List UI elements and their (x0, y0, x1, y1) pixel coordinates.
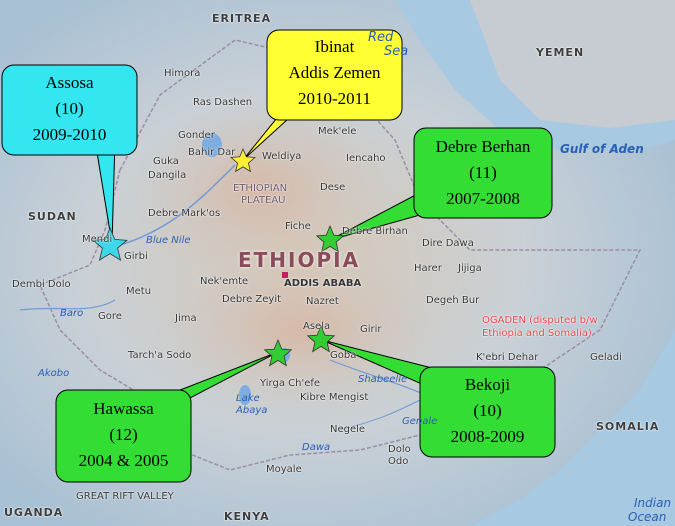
label-uganda: UGANDA (4, 506, 64, 519)
label-ethiopia: ETHIOPIA (238, 248, 361, 272)
label-jijiga: Jijiga (458, 263, 482, 274)
label-goba: Goba (330, 350, 357, 361)
southern-highlands (160, 250, 440, 410)
baro-river (19, 299, 116, 311)
callout-debre-berhan-line-3: 2007-2008 (446, 189, 520, 208)
label-yemen: YEMEN (536, 46, 585, 59)
label-gonder: Gonder (178, 130, 215, 141)
label-gulf-of-aden: Gulf of Aden (560, 142, 644, 156)
label-nekemte: Nek'emte (200, 276, 249, 287)
label-dese: Dese (320, 182, 346, 193)
blue-nile-river (119, 164, 236, 246)
label-lake-abaya-2: Abaya (236, 405, 268, 416)
star-debre-berhan-icon (315, 224, 345, 253)
label-kenya: KENYA (224, 510, 270, 523)
label-ogaden-1: OGADEN (disputed b/w (482, 315, 598, 326)
label-eritrea: ERITREA (212, 12, 272, 25)
label-ethiopian-plateau-1: ETHIOPIAN (233, 183, 288, 194)
callout-ibinat-line-1: Ibinat (315, 37, 355, 56)
label-asela: Asela (303, 321, 331, 332)
label-negele: Negele (330, 424, 366, 435)
label-red-sea-2: Sea (384, 44, 409, 59)
label-gulka: Guka (153, 156, 179, 167)
label-gore: Gore (98, 311, 122, 322)
callout-bekoji-line-1: Bekoji (465, 375, 511, 394)
label-lake-abaya-1: Lake (236, 393, 260, 404)
label-moyale: Moyale (266, 464, 302, 475)
callout-assosa-line-1: Assosa (45, 73, 94, 92)
label-nazret: Nazret (306, 296, 339, 307)
label-great-rift-valley: GREAT RIFT VALLEY (76, 491, 174, 502)
callout-assosa: Assosa (10) 2009-2010 (1, 64, 138, 156)
label-debre-zeyit: Debre Zeyit (222, 294, 282, 305)
label-girbi: Girbi (124, 251, 148, 262)
star-hawassa-icon (263, 338, 293, 367)
callout-bekoji-line-2: (10) (473, 401, 501, 420)
callout-bekoji-line-3: 2008-2009 (451, 427, 525, 446)
label-lencaho: Iencaho (346, 153, 386, 164)
callout-debre-berhan-line-1: Debre Berhan (436, 137, 531, 156)
label-bahir-dar: Bahir Dar (188, 147, 236, 158)
label-mekele: Mek'ele (318, 126, 357, 137)
capital-marker (282, 272, 288, 278)
label-himora: Himora (164, 68, 201, 79)
label-shabeelle: Shabeelle (358, 374, 408, 385)
label-metu: Metu (126, 286, 152, 297)
label-ethiopian-plateau-2: PLATEAU (241, 195, 286, 206)
label-akobo: Akobo (38, 368, 70, 379)
lake-abaya (239, 385, 251, 405)
label-jima: Jima (175, 313, 197, 324)
callout-ibinat-line-2: Addis Zemen (288, 63, 381, 82)
label-geladi: Geladi (590, 352, 622, 363)
label-dire-dawa: Dire Dawa (422, 238, 474, 249)
arabia (470, 0, 675, 128)
label-kibre-mengist: Kibre Mengist (300, 392, 369, 403)
label-somalia: SOMALIA (596, 420, 660, 433)
callout-ibinat: Ibinat Addis Zemen 2010-2011 (266, 29, 403, 121)
callout-assosa-line-3: 2009-2010 (33, 125, 107, 144)
label-dangila: Dangila (148, 170, 187, 181)
label-red-sea-1: Red (368, 30, 394, 45)
label-indian-ocean-2: Ocean (628, 510, 667, 524)
callout-hawassa: Hawassa (12) 2004 & 2005 (55, 389, 192, 483)
label-sudan: SUDAN (28, 210, 77, 223)
label-degeh-bur: Degeh Bur (426, 295, 480, 306)
callout-hawassa-line-2: (12) (109, 425, 137, 444)
star-ibinat-icon (230, 147, 256, 173)
label-harer: Harer (414, 263, 442, 274)
label-indian-ocean-1: Indian (634, 496, 672, 510)
label-debre-markos: Debre Mark'os (148, 208, 221, 219)
label-dolo-odo-1: Dolo (388, 444, 411, 455)
callout-debre-berhan-line-2: (11) (469, 163, 497, 182)
genale-river (339, 399, 421, 431)
label-weldiya: Weldiya (262, 151, 302, 162)
callout-assosa-line-2: (10) (55, 99, 83, 118)
label-genale: Genale (402, 416, 438, 427)
lake-tana (202, 133, 222, 157)
label-dolo-odo-2: Odo (388, 456, 409, 467)
label-girir: Girir (360, 324, 382, 335)
label-fiche: Fiche (285, 221, 311, 232)
label-blue-nile: Blue Nile (146, 235, 191, 246)
callout-hawassa-line-1: Hawassa (93, 399, 154, 418)
callout-ibinat-line-3: 2010-2011 (298, 89, 371, 108)
label-debre-birhan: Debre Birhan (342, 226, 408, 237)
label-kebri-dehar: K'ebri Dehar (476, 352, 539, 363)
callout-hawassa-line-3: 2004 & 2005 (79, 451, 169, 470)
label-dawa: Dawa (302, 442, 331, 453)
label-dembi-dolo: Dembi Dolo (12, 279, 71, 290)
label-yirga-chefe: Yirga Ch'efe (260, 378, 321, 389)
label-ogaden-2: Ethiopia and Somalia) (482, 328, 592, 339)
label-ras-dashen: Ras Dashen (193, 97, 253, 108)
callout-debre-berhan: Debre Berhan (11) 2007-2008 (413, 127, 553, 219)
callout-bekoji: Bekoji (10) 2008-2009 (419, 366, 556, 458)
label-tarcha-sodo: Tarch'a Sodo (128, 350, 192, 361)
star-bekoji-icon (306, 324, 336, 353)
label-mendi: Mendi (82, 234, 113, 245)
label-addis-ababa: ADDIS ABABA (284, 278, 362, 289)
star-assosa-icon (92, 226, 128, 261)
label-baro: Baro (60, 308, 84, 319)
